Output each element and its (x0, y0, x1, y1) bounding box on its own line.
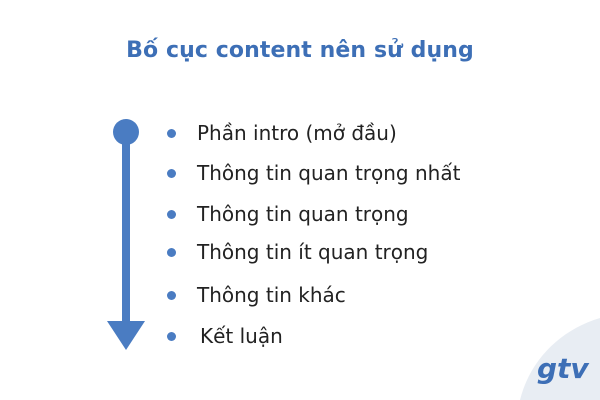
list-item: Phần intro (mở đầu) (167, 118, 397, 148)
list-item-text: Phần intro (mở đầu) (197, 121, 397, 145)
list-item: Thông tin quan trọng (167, 199, 409, 229)
list-item-text: Thông tin ít quan trọng (197, 240, 429, 264)
list-item-text: Thông tin quan trọng nhất (197, 161, 461, 185)
bullet-dot-icon (167, 128, 176, 138)
list-item-text: Kết luận (200, 324, 283, 348)
gtv-logo-icon: gtv (537, 352, 589, 385)
list-item: Kết luận (167, 321, 283, 351)
list-item: Thông tin quan trọng nhất (167, 158, 460, 188)
list-item-text: Thông tin khác (197, 283, 346, 307)
list-item: Thông tin ít quan trọng (167, 237, 428, 267)
bullet-dot-icon (167, 209, 176, 219)
bullet-dot-icon (167, 290, 176, 300)
list-item: Thông tin khác (167, 280, 346, 310)
bullet-dot-icon (167, 168, 176, 178)
list-item-text: Thông tin quan trọng (197, 202, 409, 226)
bullet-dot-icon (167, 331, 176, 341)
down-arrow-icon (107, 119, 145, 350)
logo-text: gtv (537, 352, 589, 385)
bullet-dot-icon (167, 247, 176, 257)
page-title: Bố cục content nên sử dụng (126, 38, 474, 63)
